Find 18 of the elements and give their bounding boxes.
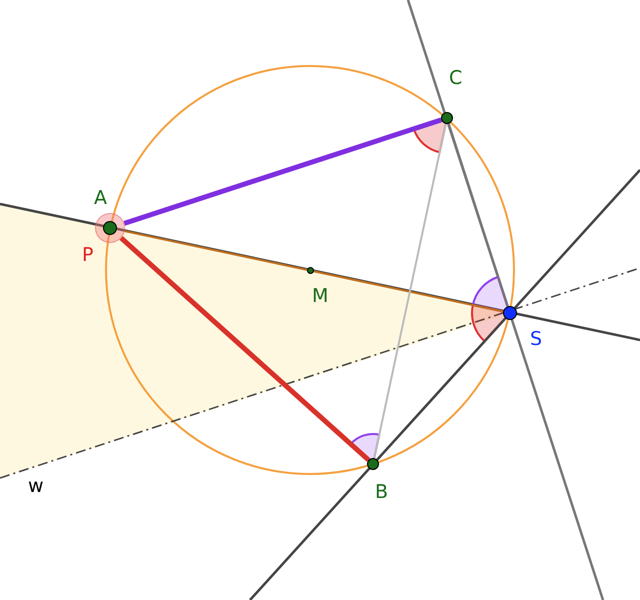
point-label: S [530, 329, 542, 349]
point-label: M [312, 286, 328, 306]
point-label: P [82, 245, 94, 265]
line-segment [120, 236, 370, 462]
point-dot [103, 221, 117, 235]
line-segment [124, 230, 504, 313]
point-dot [503, 306, 517, 320]
point-highlight [95, 213, 125, 243]
point-label: A [94, 188, 107, 208]
line-segment [448, 123, 509, 307]
point-dot [441, 112, 453, 124]
point-label: B [375, 482, 388, 502]
point-dot [306, 266, 314, 274]
line-label: w [28, 476, 44, 496]
point-label: C [449, 68, 462, 88]
line-segment [123, 117, 442, 226]
line-segment [373, 124, 447, 458]
line-segment [376, 318, 506, 460]
